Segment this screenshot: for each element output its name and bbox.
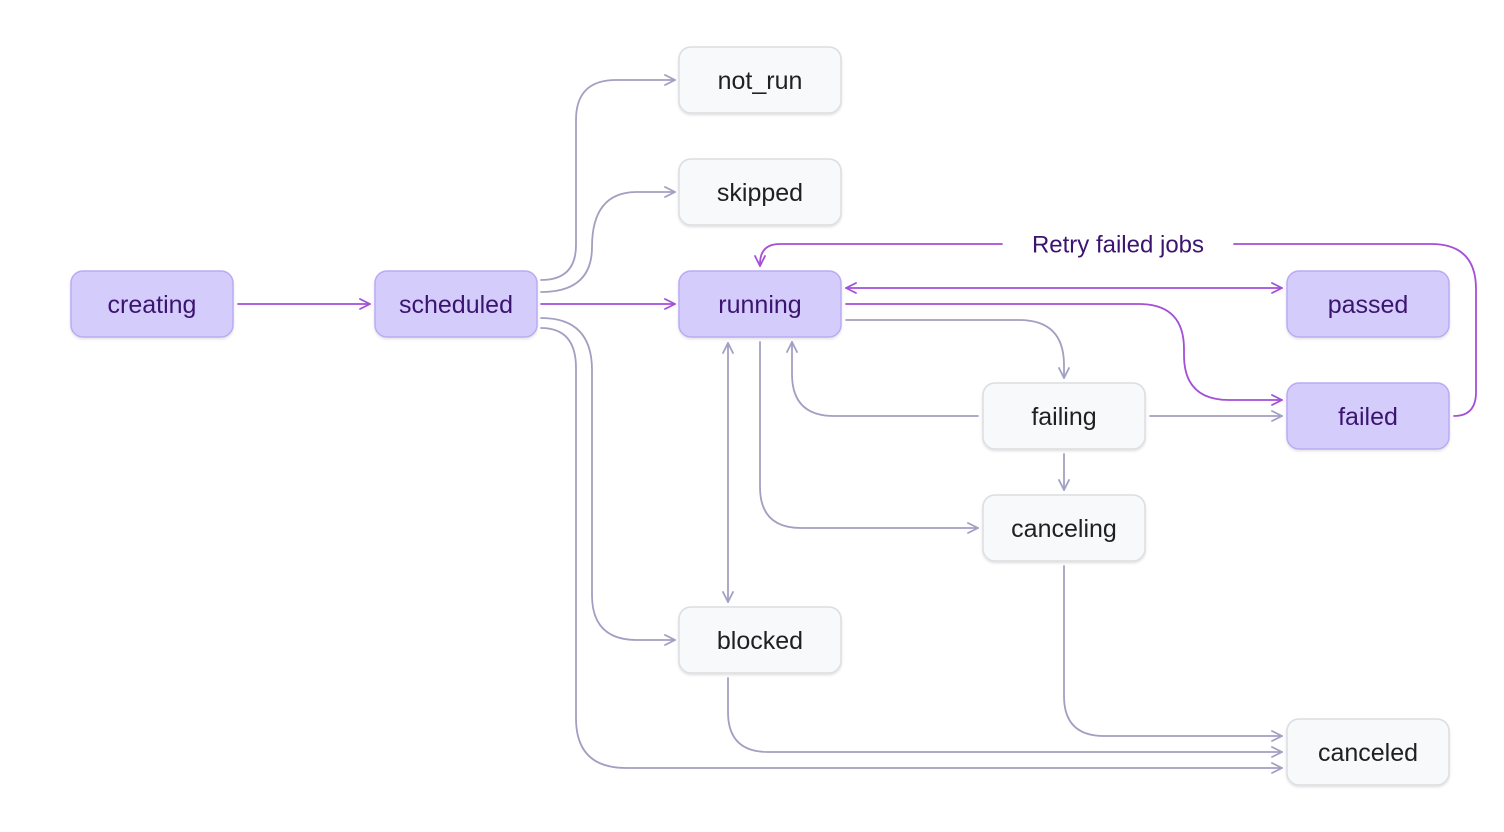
node-skipped[interactable]: skipped [678, 158, 842, 226]
node-scheduled[interactable]: scheduled [374, 270, 538, 338]
node-passed-label: passed [1328, 291, 1409, 319]
edge-running-failed [845, 303, 1283, 406]
node-scheduled-label: scheduled [399, 291, 513, 319]
node-canceled-label: canceled [1318, 739, 1418, 767]
node-not_run[interactable]: not_run [678, 46, 842, 114]
edge-retry-left [754, 243, 1003, 267]
nodes: creating scheduled running not_run skipp… [70, 46, 1450, 786]
node-creating-label: creating [108, 291, 197, 319]
edge-running-failing [845, 319, 1070, 379]
node-failed-label: failed [1338, 403, 1398, 431]
edge-running-canceling [759, 341, 979, 534]
edge-failing-running [786, 341, 979, 417]
edge-scheduled-blocked [540, 317, 676, 646]
node-failing-label: failing [1031, 403, 1096, 431]
edge-retry-right [1233, 243, 1477, 417]
node-passed[interactable]: passed [1286, 270, 1450, 338]
node-blocked[interactable]: blocked [678, 606, 842, 674]
node-not_run-label: not_run [718, 67, 803, 95]
edge-blocked-canceled [727, 677, 1283, 758]
edge-canceling-canceled [1063, 565, 1283, 742]
node-creating[interactable]: creating [70, 270, 234, 338]
node-failing[interactable]: failing [982, 382, 1146, 450]
retry-label: Retry failed jobs [1032, 232, 1204, 259]
node-skipped-label: skipped [717, 179, 803, 207]
node-canceled[interactable]: canceled [1286, 718, 1450, 786]
node-canceling-label: canceling [1011, 515, 1117, 543]
edge-scheduled-skipped [540, 186, 676, 293]
node-blocked-label: blocked [717, 627, 803, 655]
node-running-label: running [718, 291, 801, 319]
purple-edges [237, 243, 1477, 417]
edge-scheduled-not_run [540, 74, 676, 281]
node-canceling[interactable]: canceling [982, 494, 1146, 562]
node-running[interactable]: running [678, 270, 842, 338]
edge-scheduled-canceled [540, 327, 1283, 774]
node-failed[interactable]: failed [1286, 382, 1450, 450]
gray-edges [540, 74, 1283, 774]
